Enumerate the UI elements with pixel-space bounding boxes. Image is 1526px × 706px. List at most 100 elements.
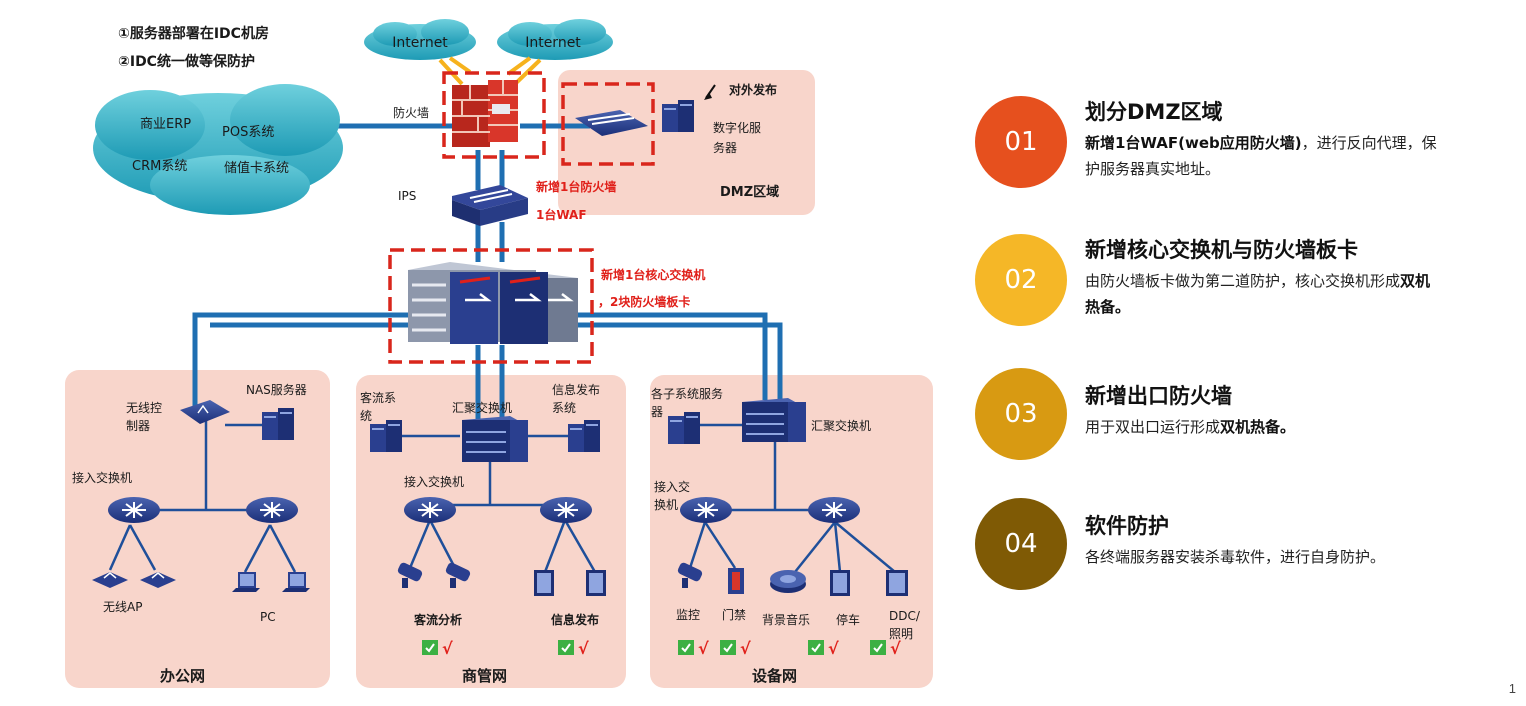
office-zone (65, 370, 330, 688)
commerce-zone (356, 375, 626, 688)
commerce-agg-switch-icon (462, 416, 528, 462)
measure-desc-text: 用于双出口运行形成 (1085, 418, 1221, 436)
measure-description: 新增1台WAF(web应用防火墙)，进行反向代理，保护服务器真实地址。 (1085, 130, 1445, 182)
check-icon (719, 639, 737, 656)
speaker-icon (770, 570, 806, 593)
traffic-server-icon (370, 420, 402, 452)
core-switch-icon (408, 262, 578, 344)
check-mark: √ (828, 639, 839, 658)
pc-2-icon (282, 572, 310, 592)
device-access-switch-label-1: 接入交 (654, 479, 690, 494)
measure-desc-bold: 双机热备。 (1085, 272, 1431, 316)
sub-servers-label-2: 器 (651, 405, 663, 419)
check-mark: √ (578, 639, 589, 658)
office-switch-1-icon (107, 496, 161, 524)
measure-desc-text: 各终端服务器安装杀毒软件，进行自身防护。 (1085, 548, 1386, 566)
cloud-pos-label: POS系统 (222, 125, 274, 140)
door-access-icon (728, 568, 744, 594)
camera-1-icon (397, 562, 423, 588)
traffic-analysis-label: 客流分析 (413, 612, 462, 627)
monitor-camera-icon (677, 562, 703, 588)
commerce-zone-label: 商管网 (462, 667, 507, 685)
office-access-switch-label: 接入交换机 (72, 470, 132, 485)
measure-title: 划分DMZ区域 (1085, 100, 1223, 124)
commerce-switch-2-icon (539, 496, 593, 524)
dmz-zone-label: DMZ区域 (720, 184, 779, 200)
firewall-label: 防火墙 (393, 105, 429, 120)
camera-2-icon (445, 562, 471, 588)
new-waf-label: 1台WAF (536, 207, 587, 222)
waf-icon (575, 110, 648, 136)
check-icon (869, 639, 887, 656)
traffic-sys-label-2: 统 (360, 409, 372, 423)
info-server-icon (568, 420, 600, 452)
link-firewall-ips (475, 150, 505, 190)
pc-label: PC (260, 610, 276, 624)
digital-server-label-2: 务器 (713, 140, 737, 155)
check-mark: √ (698, 639, 709, 658)
measure-title: 软件防护 (1085, 514, 1169, 538)
new-core-label-1: 新增1台核心交换机 (601, 267, 705, 282)
ap-2-icon (140, 572, 176, 588)
link-core-office (192, 312, 410, 410)
measure-desc-bold: 双机热备。 (1220, 418, 1296, 436)
internet-label-1: Internet (392, 35, 448, 51)
info-publish-label: 信息发布 (551, 612, 599, 627)
measure-number-badge: 01 (975, 96, 1067, 188)
cloud-erp-label: 商业ERP (140, 117, 191, 132)
device-agg-switch-label: 汇聚交换机 (811, 418, 871, 433)
note-1: ①服务器部署在IDC机房 (118, 25, 269, 42)
check-mark: √ (740, 639, 751, 658)
measure-number-badge: 04 (975, 498, 1067, 590)
ips-icon (452, 185, 528, 226)
device-agg-switch-icon (742, 398, 806, 442)
ddc-label-1: DDC/ (889, 609, 921, 623)
page-number: 1 (1508, 681, 1516, 696)
note-2: ②IDC统一做等保防护 (118, 53, 255, 70)
info-sys-label-1: 信息发布 (552, 382, 600, 397)
internet-cloud-left (364, 19, 476, 60)
ap-1-icon (92, 572, 128, 588)
office-zone-label: 办公网 (160, 667, 205, 685)
office-edge-lines (108, 524, 297, 573)
measure-number-badge: 02 (975, 234, 1067, 326)
device-switch-2-icon (807, 496, 861, 524)
door-label: 门禁 (722, 607, 746, 622)
measure-number-badge: 03 (975, 368, 1067, 460)
device-zone-label: 设备网 (752, 667, 797, 685)
link-core-device (570, 312, 768, 400)
business-cloud (93, 84, 343, 215)
commerce-switch-1-icon (403, 496, 457, 524)
measure-desc-text: 由防火墙板卡做为第二道防护，核心交换机形成 (1085, 272, 1401, 290)
new-firewall-label: 新增1台防火墙 (536, 179, 616, 194)
publish-label: 对外发布 (729, 82, 777, 97)
commerce-lan-lines (395, 434, 575, 507)
internet-label-2: Internet (525, 35, 581, 51)
info-sys-label-2: 系统 (552, 401, 576, 415)
commerce-edge-lines (408, 519, 597, 573)
network-diagram: Internet Internet 商业ERP POS系统 CRM系统 储值卡系… (65, 19, 933, 688)
music-label: 背景音乐 (762, 612, 810, 627)
internet-cloud-right (497, 19, 613, 60)
check-icon (677, 639, 695, 656)
waf-highlight (561, 82, 655, 166)
core-switch-highlight (388, 248, 594, 364)
measure-desc-text: ，进行反向代理，保护服务器真实地址。 (1085, 134, 1437, 178)
ap-label: 无线AP (103, 600, 142, 614)
sub-server-icon (668, 412, 700, 444)
link-core-commerce (475, 345, 505, 420)
measure-description: 由防火墙板卡做为第二道防护，核心交换机形成双机热备。 (1085, 268, 1445, 320)
device-access-switch-label-2: 换机 (654, 498, 678, 512)
measure-desc-bold: 新增1台WAF(web应用防火墙) (1085, 134, 1302, 152)
digital-server-icon (662, 100, 694, 132)
commerce-agg-switch-label: 汇聚交换机 (452, 400, 512, 415)
link-core-device-2 (570, 322, 783, 400)
office-switch-2-icon (245, 496, 299, 524)
firewall-icon (452, 80, 518, 147)
ddc-label-2: 照明 (889, 627, 913, 641)
nas-server-icon (262, 408, 294, 440)
check-icon (557, 639, 575, 656)
ips-label: IPS (398, 189, 416, 203)
measure-title: 新增出口防火墙 (1085, 384, 1232, 408)
cloud-crm-label: CRM系统 (132, 159, 187, 174)
